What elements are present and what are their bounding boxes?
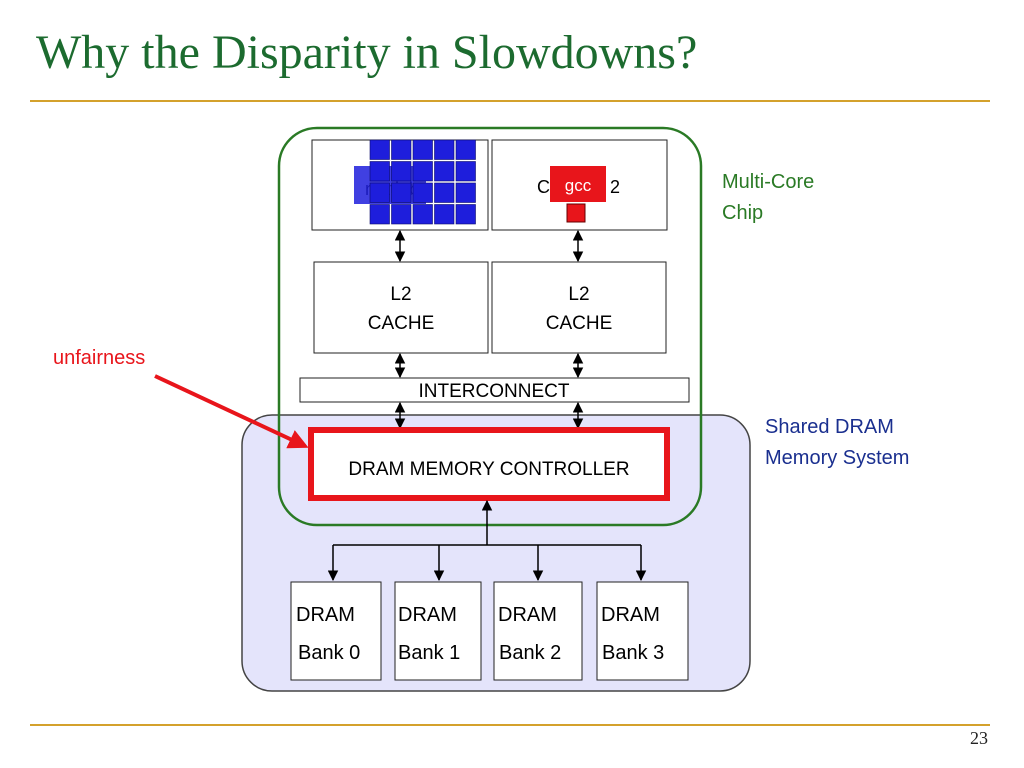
bank-3-line2: Bank 3	[602, 642, 664, 664]
matlab-tile	[391, 139, 412, 160]
matlab-tile	[391, 204, 412, 225]
bank-2-line1: DRAM	[498, 604, 557, 626]
l2-right-line2: CACHE	[546, 313, 613, 334]
matlab-tile	[434, 139, 455, 160]
multicore-chip-region	[277, 126, 703, 527]
dram-bank-0	[290, 581, 382, 681]
bank-1-line2: Bank 1	[398, 642, 460, 664]
matlab-tile	[434, 161, 455, 182]
multicore-label-line1: Multi-Core	[722, 171, 814, 193]
core-2-label-left: C	[537, 177, 550, 197]
unfairness-arrow	[154, 374, 309, 449]
bank-0-line1: DRAM	[296, 604, 355, 626]
dram-bank-1	[394, 581, 482, 681]
matlab-tile	[369, 204, 390, 225]
matlab-tile	[391, 161, 412, 182]
gcc-label: gcc	[565, 176, 592, 195]
matlab-tile	[369, 182, 390, 203]
matlab-tile	[369, 161, 390, 182]
matlab-tile	[412, 139, 433, 160]
gcc-small-block	[566, 203, 586, 223]
slide-title: Why the Disparity in Slowdowns?	[36, 26, 698, 79]
matlab-tile	[455, 182, 476, 203]
title-divider	[30, 100, 990, 102]
matlab-tile	[369, 139, 390, 160]
bank-1-line1: DRAM	[398, 604, 457, 626]
matlab-tiles	[354, 139, 476, 225]
matlab-tile	[412, 204, 433, 225]
shared-dram-label-line2: Memory System	[765, 447, 909, 469]
interconnect-label: INTERCONNECT	[419, 381, 570, 402]
l2-cache-left	[313, 261, 489, 354]
unfairness-label: unfairness	[53, 347, 145, 369]
bank-3-line1: DRAM	[601, 604, 660, 626]
matlab-tile	[455, 139, 476, 160]
core-2-label-right: 2	[610, 177, 620, 197]
l2-cache-right	[491, 261, 667, 354]
matlab-tile	[434, 204, 455, 225]
dram-bank-2	[493, 581, 583, 681]
multicore-label-line2: Chip	[722, 202, 763, 224]
matlab-tile	[391, 182, 412, 203]
bank-2-line2: Bank 2	[499, 642, 561, 664]
l2-right-line1: L2	[568, 284, 589, 305]
l2-left-line2: CACHE	[368, 313, 435, 334]
page-number: 23	[970, 728, 988, 748]
shared-dram-label-line1: Shared DRAM	[765, 416, 894, 438]
matlab-tile	[455, 204, 476, 225]
footer-divider	[30, 724, 990, 726]
matlab-tile	[455, 161, 476, 182]
matlab-tile	[412, 161, 433, 182]
interconnect-box	[299, 377, 690, 403]
l2-left-line1: L2	[390, 284, 411, 305]
dram-memory-controller	[308, 427, 670, 501]
bank-0-line2: Bank 0	[298, 642, 360, 664]
dram-bank-3	[596, 581, 689, 681]
gcc-app-block	[550, 166, 606, 202]
matlab-tile	[412, 182, 433, 203]
matlab-tile	[434, 182, 455, 203]
dram-controller-label: DRAM MEMORY CONTROLLER	[348, 459, 629, 480]
